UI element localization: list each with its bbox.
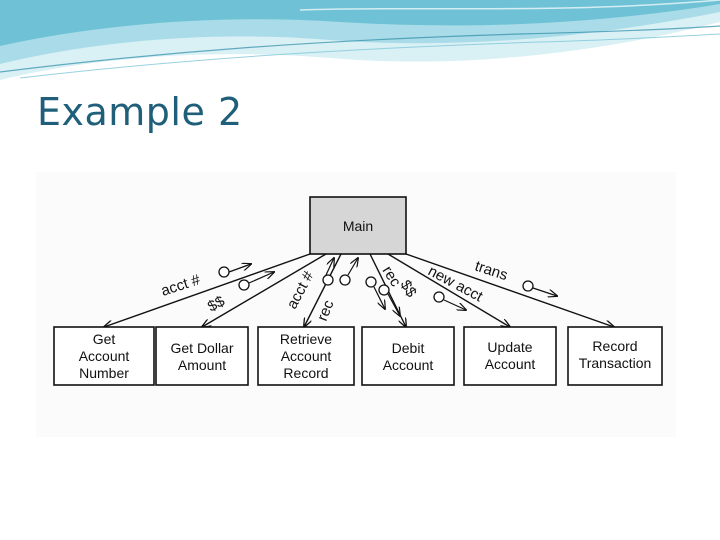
- module-line: Account: [383, 357, 434, 373]
- module-line: Account: [79, 348, 130, 364]
- data-couple-dollars-up: $$: [205, 272, 274, 316]
- data-couple-label: $$: [205, 292, 228, 315]
- banner-streak-1: [0, 25, 720, 73]
- connector-update-account: [387, 253, 510, 327]
- module-get-dollar-amount: Get Dollar Amount: [155, 326, 249, 386]
- data-couple-acct-number-up: acct #: [159, 264, 251, 300]
- module-line: Debit: [392, 340, 425, 356]
- banner-streak-3: [299, 0, 720, 11]
- main-module-box: [309, 196, 407, 255]
- banner-wave-front: [0, 0, 720, 46]
- connector-get-dollar-amount: [202, 253, 327, 327]
- module-line: Transaction: [579, 355, 652, 371]
- module-line: Retrieve: [280, 331, 332, 347]
- data-couple-label: acct #: [159, 271, 203, 300]
- module-line: Record: [283, 365, 328, 381]
- structure-chart: Main Get Account Number Get Dollar Amoun…: [53, 196, 663, 386]
- module-line: Update: [487, 339, 532, 355]
- module-line: Account: [281, 348, 332, 364]
- header-banner: [0, 0, 720, 80]
- module-line: Get Dollar: [170, 340, 233, 356]
- module-line: Amount: [178, 357, 226, 373]
- banner-streak-2: [19, 33, 720, 79]
- structure-chart-figure: Main Get Account Number Get Dollar Amoun…: [36, 172, 676, 437]
- module-line: Number: [79, 365, 129, 381]
- data-couple-label: rec: [314, 297, 338, 323]
- module-debit-account: Debit Account: [361, 326, 455, 386]
- main-module-label: Main: [343, 218, 373, 234]
- module-retrieve-account-record: Retrieve Account Record: [257, 326, 355, 386]
- module-line: Account: [485, 356, 536, 372]
- module-line: Record: [592, 338, 637, 354]
- data-couple-label: trans: [473, 258, 510, 284]
- module-get-account-number: Get Account Number: [53, 326, 155, 386]
- connector-record-transaction: [405, 253, 614, 327]
- module-line: Get: [93, 331, 116, 347]
- data-couple-label: acct #: [284, 268, 318, 312]
- data-couple-rec-up: rec: [314, 258, 358, 323]
- connector-get-account-number: [104, 253, 311, 327]
- module-update-account: Update Account: [463, 326, 557, 386]
- module-record-transaction: Record Transaction: [567, 326, 663, 386]
- slide-title: Example 2: [37, 90, 243, 134]
